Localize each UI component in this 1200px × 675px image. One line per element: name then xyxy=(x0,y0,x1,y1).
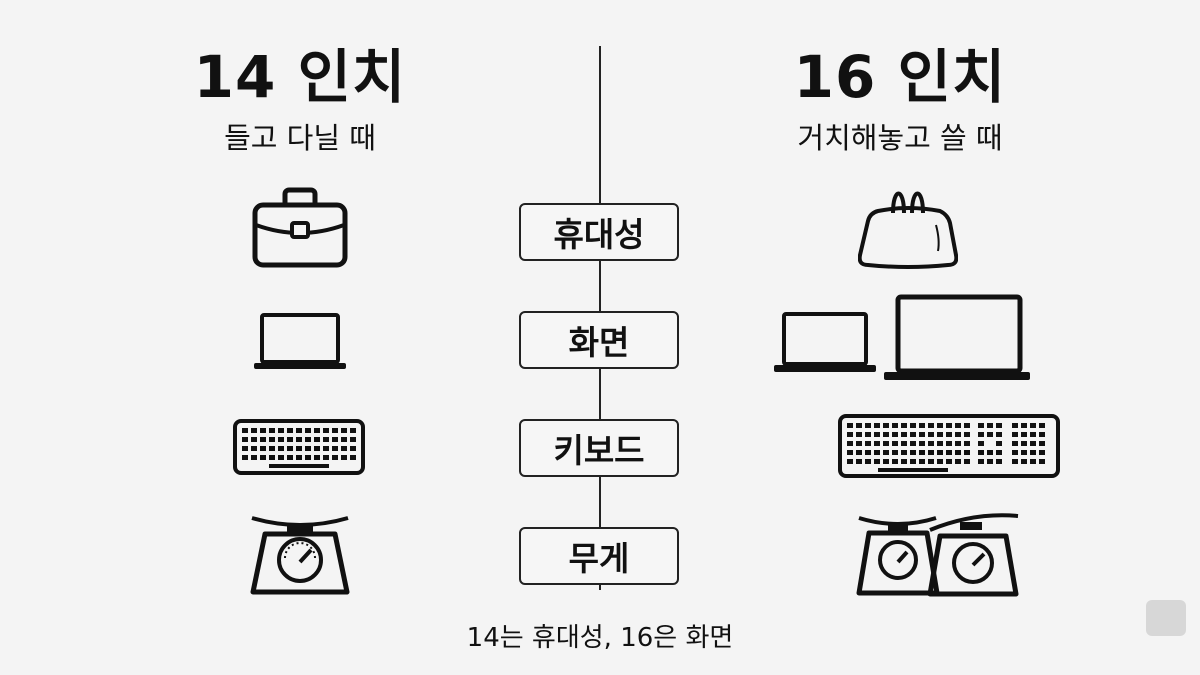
keyboard-full-icon xyxy=(838,414,1060,478)
laptop-pair-icon xyxy=(774,294,1030,380)
category-screen: 화면 xyxy=(519,311,679,369)
channel-logo-icon xyxy=(1146,600,1186,636)
keyboard-icon xyxy=(233,419,365,475)
category-weight: 무게 xyxy=(519,527,679,585)
laptop-icon xyxy=(254,313,346,369)
category-portability: 휴대성 xyxy=(519,203,679,261)
left-subtitle: 들고 다닐 때 xyxy=(224,121,376,155)
briefcase-icon xyxy=(252,187,348,268)
scale-icon xyxy=(250,516,350,595)
right-title: 16 인치 xyxy=(793,43,1007,111)
tote-bag-icon xyxy=(858,191,958,269)
left-title: 14 인치 xyxy=(193,43,407,111)
summary-caption: 14는 휴대성, 16은 화면 xyxy=(466,623,734,653)
category-keyboard: 키보드 xyxy=(519,419,679,477)
scale-pair-icon xyxy=(856,513,1019,597)
right-subtitle: 거치해놓고 쓸 때 xyxy=(797,121,1003,155)
